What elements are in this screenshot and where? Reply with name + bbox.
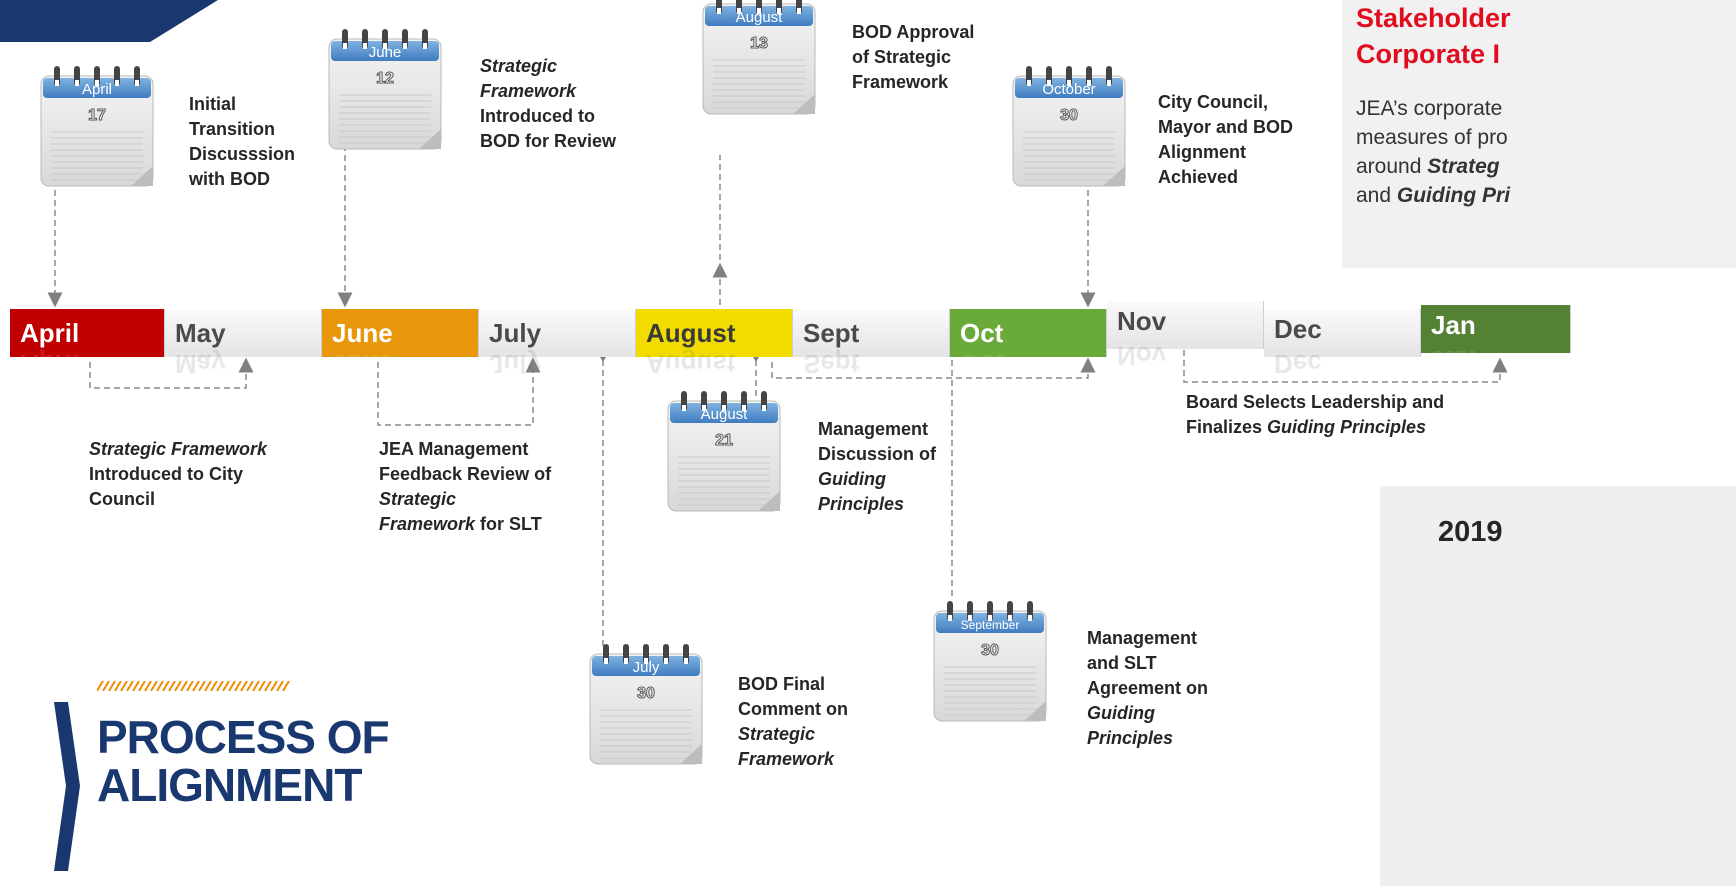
calendar-icon: August 13 — [697, 0, 822, 125]
calendar-day-label: 12 — [376, 70, 394, 87]
calendar-month-label: June — [369, 44, 402, 61]
calendar-month-label: April — [82, 81, 112, 98]
callout-panel: Stakeholder Corporate I JEA’s corporate … — [1342, 0, 1736, 268]
calendar-graphic: August 21 — [667, 391, 781, 512]
chevron-right-icon — [54, 702, 80, 871]
event-label: Board Selects Leadership and Finalizes G… — [1186, 392, 1445, 437]
title-line2: ALIGNMENT — [97, 759, 362, 811]
year-box: 2019 — [1380, 486, 1736, 886]
callout-heading-line1: Stakeholder — [1356, 3, 1511, 33]
calendar-month-label: September — [961, 618, 1020, 632]
calendar-graphic: July 30 — [589, 644, 703, 765]
calendar-icon: September 30 — [928, 597, 1053, 732]
corner-banner-shape — [0, 0, 218, 42]
year-label: 2019 — [1438, 516, 1503, 548]
calendar-day-label: 30 — [981, 642, 999, 659]
callout-heading-line2: Corporate I — [1356, 39, 1501, 69]
callout-body-line1: JEA’s corporate — [1356, 97, 1503, 120]
calendar-month-label: August — [701, 406, 749, 423]
title-line1: PROCESS OF — [97, 711, 390, 763]
calendar-graphic: October 30 — [1012, 66, 1126, 187]
calendar-graphic: September 30 — [933, 601, 1047, 722]
callout-body-line3: around Strateg — [1356, 155, 1500, 178]
calendar-month-label: July — [633, 659, 660, 676]
calendar-month-label: October — [1042, 81, 1095, 98]
callout-body-line4: and Guiding Pri — [1356, 184, 1511, 207]
calendar-day-label: 30 — [1060, 107, 1078, 124]
callout-body-line2: measures of pro — [1356, 126, 1508, 149]
calendar-month-label: August — [736, 9, 784, 26]
calendar-graphic: June 12 — [328, 29, 442, 150]
calendar-icon: October 30 — [1007, 62, 1132, 197]
calendar-graphic: August 13 — [702, 0, 816, 115]
calendar-icon: June 12 — [323, 25, 448, 160]
calendar-day-label: 13 — [750, 35, 768, 52]
calendar-icon: August 21 — [662, 387, 787, 522]
calendar-day-label: 21 — [715, 432, 733, 449]
calendar-icon: July 30 — [584, 640, 709, 775]
calendar-graphic: April 17 — [40, 66, 154, 187]
calendar-day-label: 30 — [637, 685, 655, 702]
calendar-day-label: 17 — [88, 107, 106, 124]
hatch-decoration — [97, 681, 290, 691]
calendar-icon: April 17 — [35, 62, 160, 197]
